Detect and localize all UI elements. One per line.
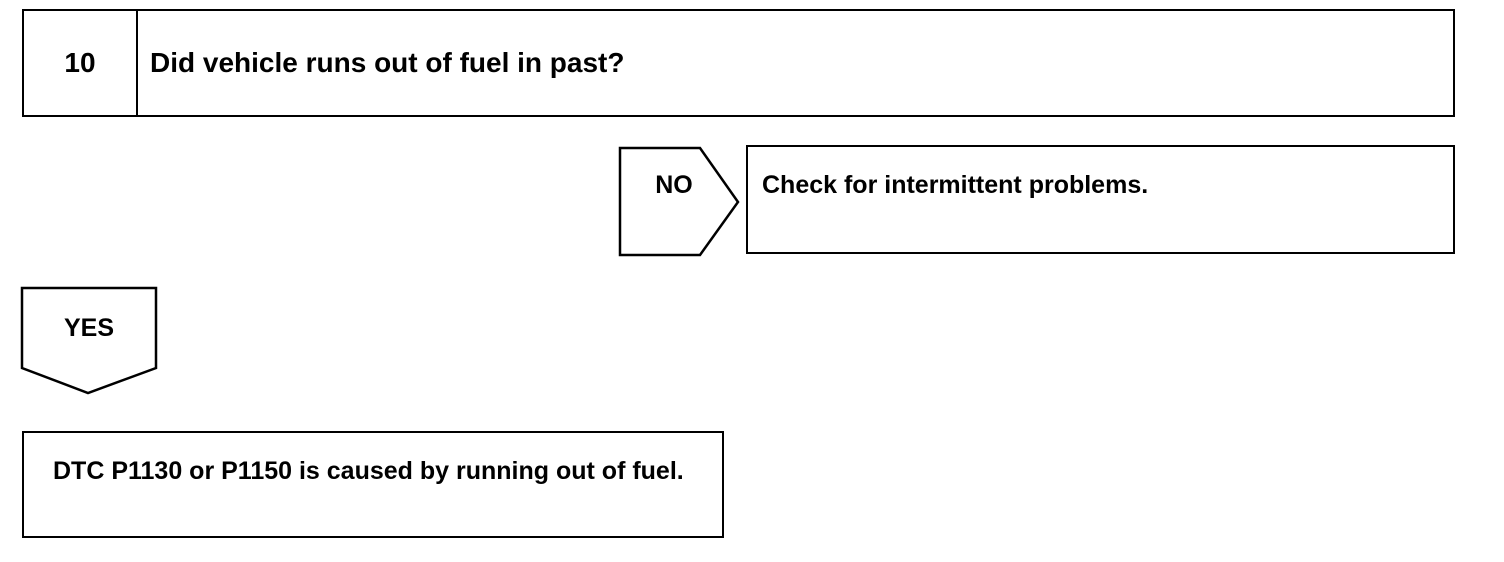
step-box: 10 Did vehicle runs out of fuel in past?	[22, 9, 1455, 117]
step-number: 10	[24, 11, 138, 115]
no-label: NO	[655, 171, 693, 199]
step-question: Did vehicle runs out of fuel in past?	[150, 47, 625, 78]
yes-label: YES	[63, 314, 115, 342]
no-result-box: Check for intermittent problems.	[746, 145, 1455, 254]
yes-result-text: DTC P1130 or P1150 is caused by running …	[53, 457, 684, 485]
yes-result-box: DTC P1130 or P1150 is caused by running …	[22, 431, 724, 538]
no-result-text: Check for intermittent problems.	[762, 171, 1149, 199]
